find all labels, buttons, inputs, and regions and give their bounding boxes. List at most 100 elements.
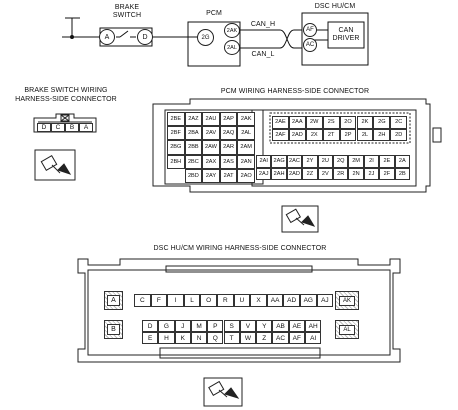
pcm-pin-2ba: 2BA (184, 126, 203, 141)
brake-pin-b: B (65, 123, 79, 132)
dsc-top-key (165, 265, 313, 273)
pcm-left-frame (164, 109, 264, 185)
dsc-pin-x: X (250, 294, 267, 307)
switch-blade (119, 30, 129, 38)
dsc-connector-title: DSC HU/CM WIRING HARNESS-SIDE CONNECTOR (153, 245, 327, 252)
dsc-corner-a: A (104, 291, 123, 310)
dsc-corner-b: B (104, 320, 123, 339)
splice-dot (70, 35, 74, 39)
pcm-pin-2o: 2O (339, 116, 357, 129)
pcm-pin-2al: 2AL (237, 126, 255, 141)
dsc-pin-e: E (142, 332, 159, 344)
dsc-pin-w: W (239, 332, 257, 344)
pcm-pin-2b: 2B (394, 167, 410, 180)
pcm-pin-2a: 2A (394, 155, 410, 168)
can-driver-box (327, 21, 365, 49)
pcm-pin-2av: 2AV (202, 126, 220, 141)
dsc-pin-p: P (207, 320, 224, 332)
dsc-pin-c: C (134, 294, 151, 307)
brake-pin-a: A (79, 123, 93, 132)
terminal-d: D (137, 29, 153, 45)
brake-pin-c: C (51, 123, 65, 132)
pcm-pin-2ak: 2AK (237, 112, 255, 127)
probe-icon-frame-1 (34, 149, 76, 181)
dsc-pin-ac: AC (272, 332, 289, 344)
pcm-pin-2be: 2BE (167, 112, 185, 127)
pcm-pin-2u: 2U (317, 155, 333, 168)
dsc-pin-v: V (239, 320, 257, 332)
pcm-pin-2bg: 2BG (167, 140, 185, 155)
pcm-title: PCM (206, 10, 222, 17)
dsc-pin-h: H (158, 332, 175, 344)
pcm-pin-2bc: 2BC (184, 154, 203, 169)
pcm-pin-2p: 2P (339, 128, 357, 141)
pcm-pin-2ao: 2AO (237, 168, 255, 183)
dsc-pin-g: G (158, 320, 175, 332)
dsc-pin-t: T (223, 332, 240, 344)
pcm-pin-2s: 2S (322, 116, 340, 129)
pcm-pin-2aa: 2AA (288, 116, 306, 129)
pcm-pin-2q: 2Q (333, 155, 349, 168)
terminal-a: A (99, 29, 115, 45)
brake-connector-title: BRAKE SWITCH WIRING HARNESS-SIDE CONNECT… (15, 87, 117, 103)
dsc-pin-ah: AH (305, 320, 322, 332)
pcm-pin-2ap: 2AP (219, 112, 238, 127)
pcm-pin-2z: 2Z (302, 167, 318, 180)
pcm-pin-2r: 2R (333, 167, 349, 180)
dsc-pin-u: U (233, 294, 251, 307)
dsc-title: DSC HU/CM (314, 3, 356, 10)
terminal-2ak: 2AK (224, 23, 240, 38)
dsc-pin-ae: AE (288, 320, 305, 332)
pcm-pin-2aw: 2AW (202, 140, 220, 155)
can-h-label: CAN_H (250, 21, 276, 28)
dsc-pin-ag: AG (300, 294, 317, 307)
terminal-af: AF (303, 23, 317, 37)
pcm-pin-2ar: 2AR (219, 140, 238, 155)
dsc-pin-n: N (190, 332, 208, 344)
dsc-pin-aj: AJ (316, 294, 334, 307)
twist-2 (279, 29, 295, 49)
dsc-pin-ad: AD (283, 294, 300, 307)
pcm-pin-2ac: 2AC (286, 155, 303, 168)
dsc-pin-i: I (167, 294, 184, 307)
pcm-pin-2ai: 2AI (256, 155, 272, 168)
pcm-pin-2bh: 2BH (167, 154, 185, 169)
dsc-inner-frame (87, 269, 391, 356)
pcm-pin-2aj: 2AJ (256, 167, 272, 180)
brake-pin-d: D (37, 123, 51, 132)
pcm-pin-2bf: 2BF (167, 126, 185, 141)
pcm-latch (432, 127, 442, 143)
pcm-pin-2y: 2Y (302, 155, 318, 168)
dsc-pin-f: F (150, 294, 168, 307)
pcm-pin-2v: 2V (317, 167, 333, 180)
brake-connector-shell (33, 113, 97, 133)
pcm-connector-title: PCM WIRING HARNESS-SIDE CONNECTOR (220, 88, 370, 95)
terminal-ac: AC (303, 38, 317, 52)
dsc-pin-s: S (223, 320, 240, 332)
terminal-2g: 2G (197, 29, 214, 46)
dsc-pin-k: K (174, 332, 191, 344)
pcm-pin-2as: 2AS (219, 154, 238, 169)
pcm-pin-2w: 2W (305, 116, 323, 129)
pcm-pin-2f: 2F (379, 167, 395, 180)
dsc-pin-o: O (200, 294, 217, 307)
pcm-body (187, 21, 241, 67)
dsc-pin-ai: AI (305, 332, 322, 344)
dsc-pin-j: J (174, 320, 191, 332)
pcm-pin-2ad: 2AD (288, 128, 306, 141)
can-l-label: CAN_L (251, 51, 275, 58)
pcm-pin-2aq: 2AQ (219, 126, 238, 141)
dsc-pin-aa: AA (266, 294, 284, 307)
pcm-pin-2n: 2N (348, 167, 364, 180)
pcm-pin-2bd: 2BD (184, 168, 203, 183)
pcm-pin-2m: 2M (348, 155, 364, 168)
pcm-pin-2c: 2C (390, 116, 408, 129)
pcm-pin-2h: 2H (373, 128, 391, 141)
dsc-corner-al: AL (335, 320, 359, 339)
pcm-pin-2at: 2AT (219, 168, 238, 183)
can-driver-label: CAN DRIVER (332, 27, 360, 42)
terminal-2al: 2AL (224, 40, 240, 55)
pcm-pin-2ag: 2AG (271, 155, 287, 168)
pcm-pin-2j: 2J (363, 167, 380, 180)
